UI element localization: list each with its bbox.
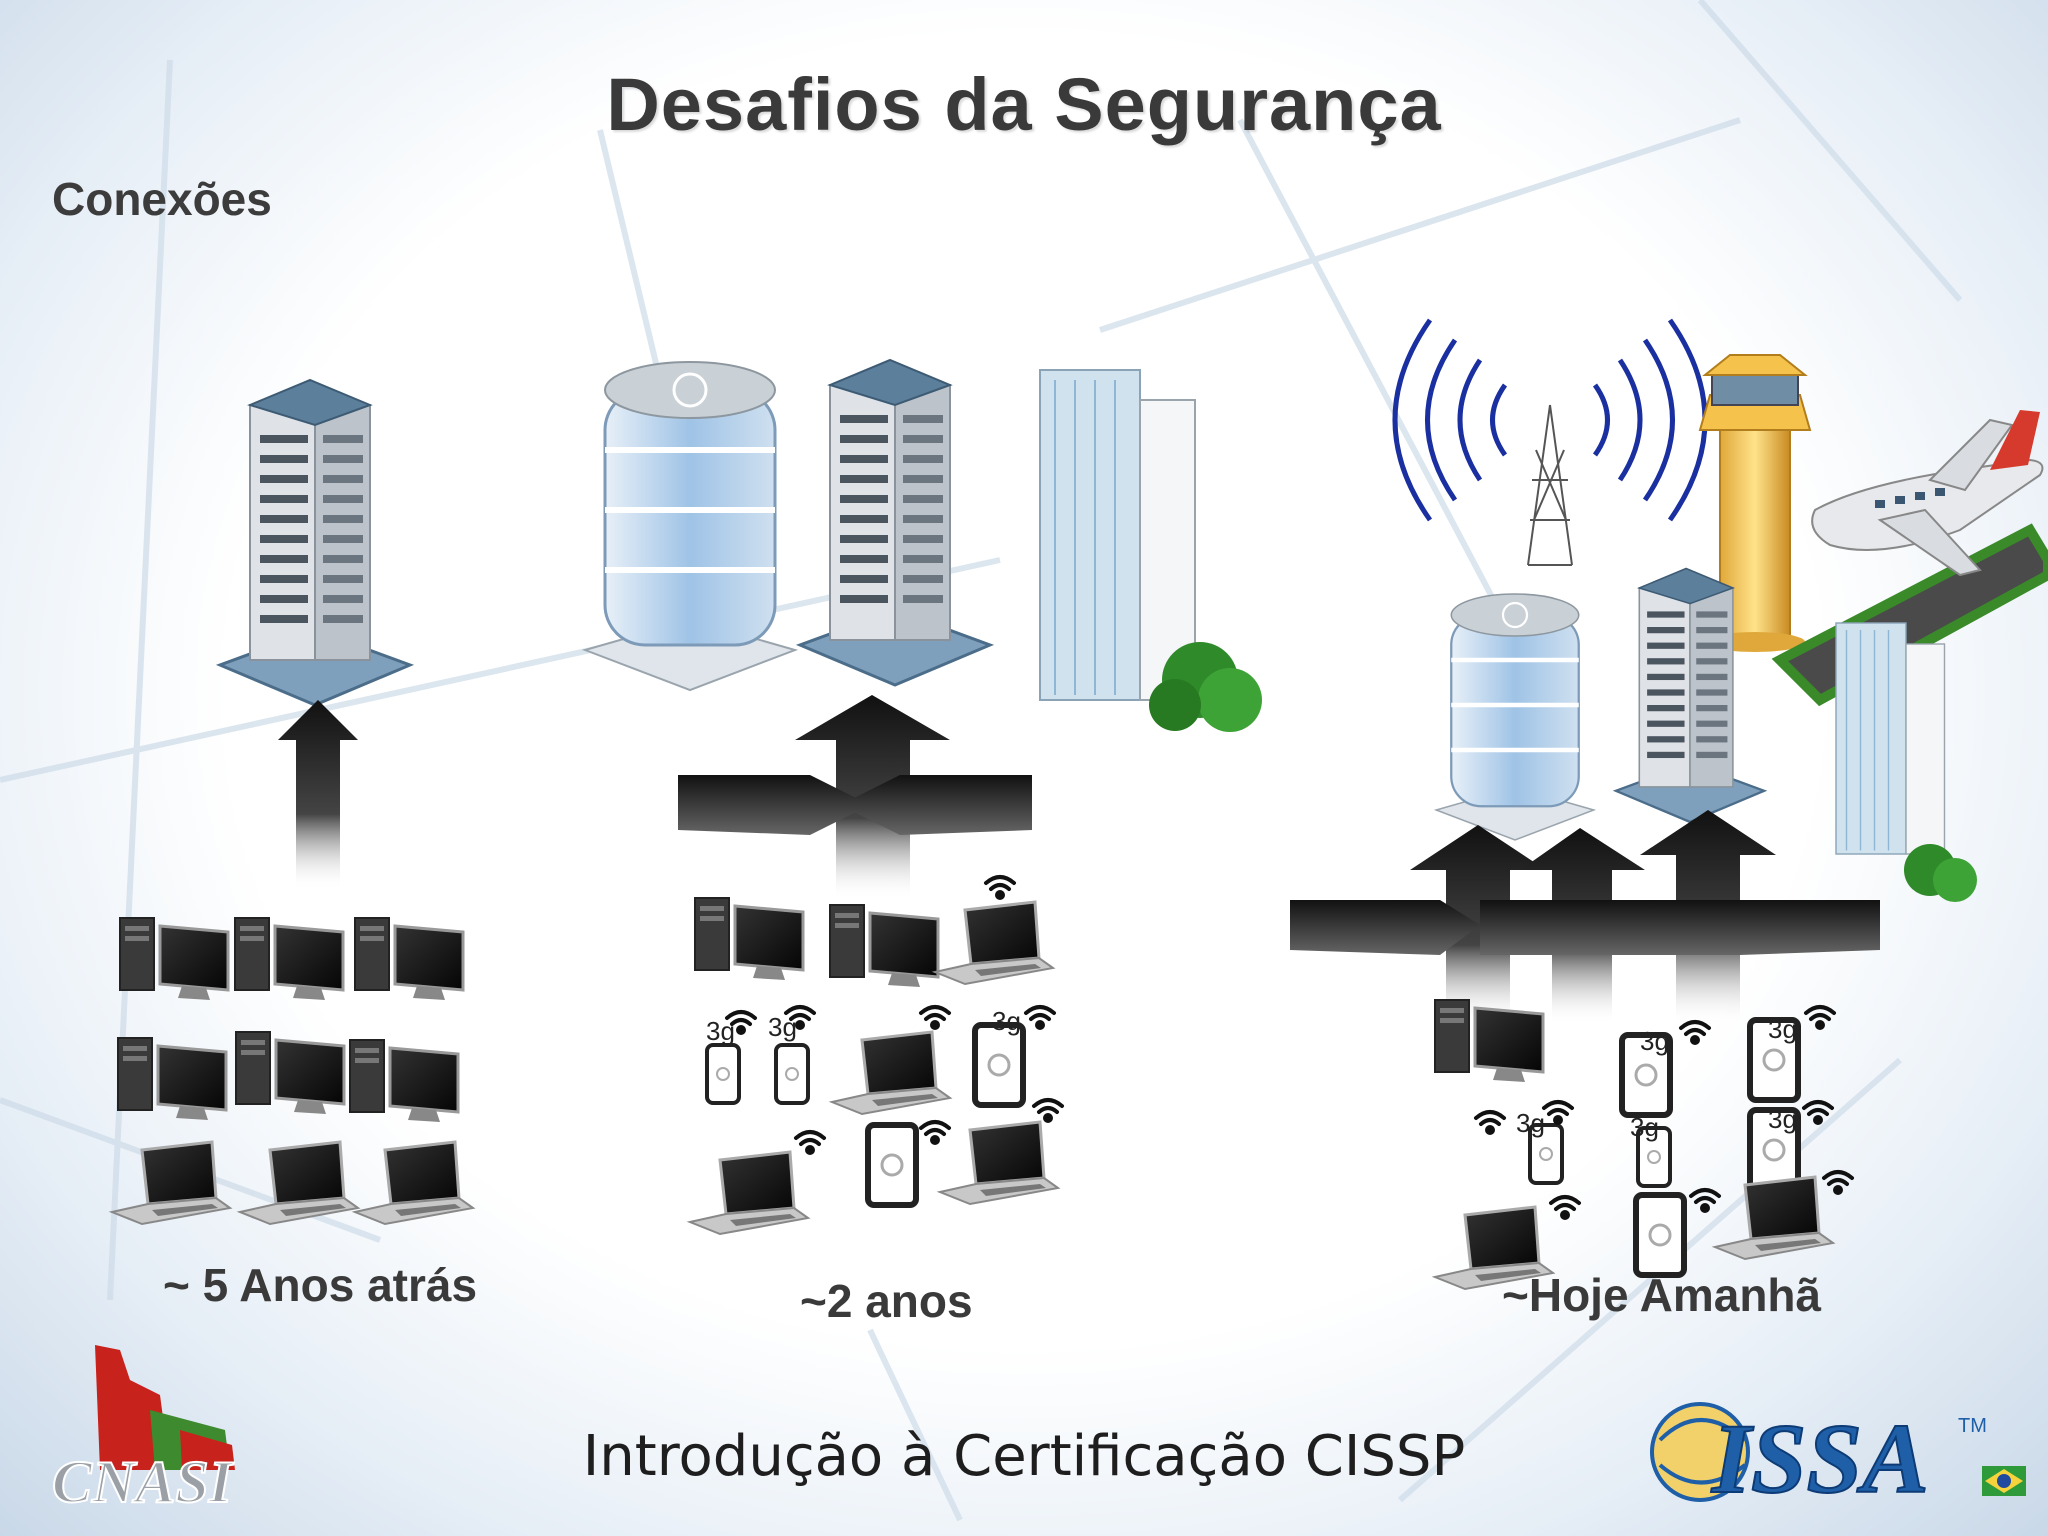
tablet-icon [975, 1025, 1023, 1105]
wifi-icon [1689, 1188, 1721, 1213]
wifi-icon [794, 1130, 826, 1155]
era2-illustration [585, 358, 1262, 1236]
tall-building-icon [1835, 622, 1946, 855]
laptop-icon [238, 1140, 360, 1226]
slide-title: Desafios da Segurança [606, 63, 1442, 146]
desktop-computer-icon [234, 1030, 346, 1116]
tablet-icon [868, 1125, 916, 1205]
desktop-computer-icon [116, 1036, 228, 1122]
issa-tm: TM [1958, 1415, 1987, 1437]
desktop-computer-icon [353, 916, 465, 1002]
cnasi-logo-text: CNASI [52, 1449, 235, 1515]
cnasi-logo: CNASI [51, 1345, 236, 1516]
laptop-icon [688, 1150, 810, 1236]
split-arrow-icon [678, 695, 1032, 900]
wifi-icon [1822, 1170, 1854, 1195]
era-label-2-years: ~2 anos [800, 1275, 973, 1327]
laptop-icon [1713, 1175, 1835, 1261]
brazil-flag-icon [1982, 1466, 2026, 1496]
laptop-icon [938, 1120, 1060, 1206]
3g-badge: 3g [1768, 1104, 1797, 1134]
laptop-icon [830, 1030, 952, 1116]
issa-logo-text: ISSA [1711, 1403, 1929, 1514]
laptop-icon [110, 1140, 232, 1226]
era-label-today-tomorrow: ~Hoje Amanhã [1502, 1269, 1822, 1321]
3g-badge: 3g [992, 1006, 1021, 1036]
wifi-icon [1802, 1100, 1834, 1125]
footer-text: Introdução à Certificação CISSP [582, 1424, 1466, 1489]
airplane-icon [1811, 410, 2044, 577]
wifi-icon [1549, 1195, 1581, 1220]
wifi-icon [1032, 1098, 1064, 1123]
issa-logo: ISSA TM [1650, 1402, 2026, 1515]
wifi-icon [984, 875, 1016, 900]
3g-badge: 3g [1768, 1014, 1797, 1044]
wifi-icon [1804, 1005, 1836, 1030]
laptop-icon [933, 900, 1055, 986]
desktop-computer-icon [348, 1038, 460, 1124]
desktop-computer-icon [233, 916, 345, 1002]
multi-arrow-icon [1290, 810, 1880, 1025]
desktop-group [116, 916, 465, 1124]
3g-badges: 3g 3g 3g 3g 3g 3g 3g 3g [706, 1006, 1797, 1142]
desktop-computer-icon [693, 896, 805, 982]
era3-illustration [1290, 318, 2048, 1291]
wifi-icon [919, 1005, 951, 1030]
3g-badge: 3g [706, 1016, 735, 1046]
wifi-icon [1474, 1110, 1506, 1135]
tall-building-icon [1039, 369, 1196, 701]
radio-tower-icon [1392, 318, 1708, 566]
desktop-computer-icon [118, 916, 230, 1002]
glass-building-icon [585, 362, 795, 690]
tablet-icon [1636, 1195, 1684, 1275]
wifi-icon [1024, 1005, 1056, 1030]
phone-icon [705, 1043, 741, 1105]
wifi-icon [919, 1120, 951, 1145]
up-arrow-icon [278, 700, 358, 890]
desktop-computer-icon [1433, 998, 1545, 1084]
wifi-icon [1679, 1020, 1711, 1045]
building-icon [218, 378, 412, 707]
section-subtitle: Conexões [52, 173, 272, 225]
building-icon [798, 358, 992, 687]
tree-icon [1149, 642, 1262, 732]
3g-badge: 3g [1630, 1112, 1659, 1142]
era-label-5-years: ~ 5 Anos atrás [163, 1259, 478, 1311]
tree-icon [1904, 844, 1977, 902]
laptop-icon [353, 1140, 475, 1226]
wifi-icon [1542, 1100, 1574, 1125]
desktop-computer-icon [828, 903, 940, 989]
phone-icon [774, 1043, 810, 1105]
glass-building-icon [1436, 594, 1594, 840]
era1-illustration [110, 378, 475, 1226]
3g-badge: 3g [768, 1012, 797, 1042]
3g-badge: 3g [1516, 1108, 1545, 1138]
3g-badge: 3g [1640, 1026, 1669, 1056]
laptop-group [110, 1140, 475, 1226]
